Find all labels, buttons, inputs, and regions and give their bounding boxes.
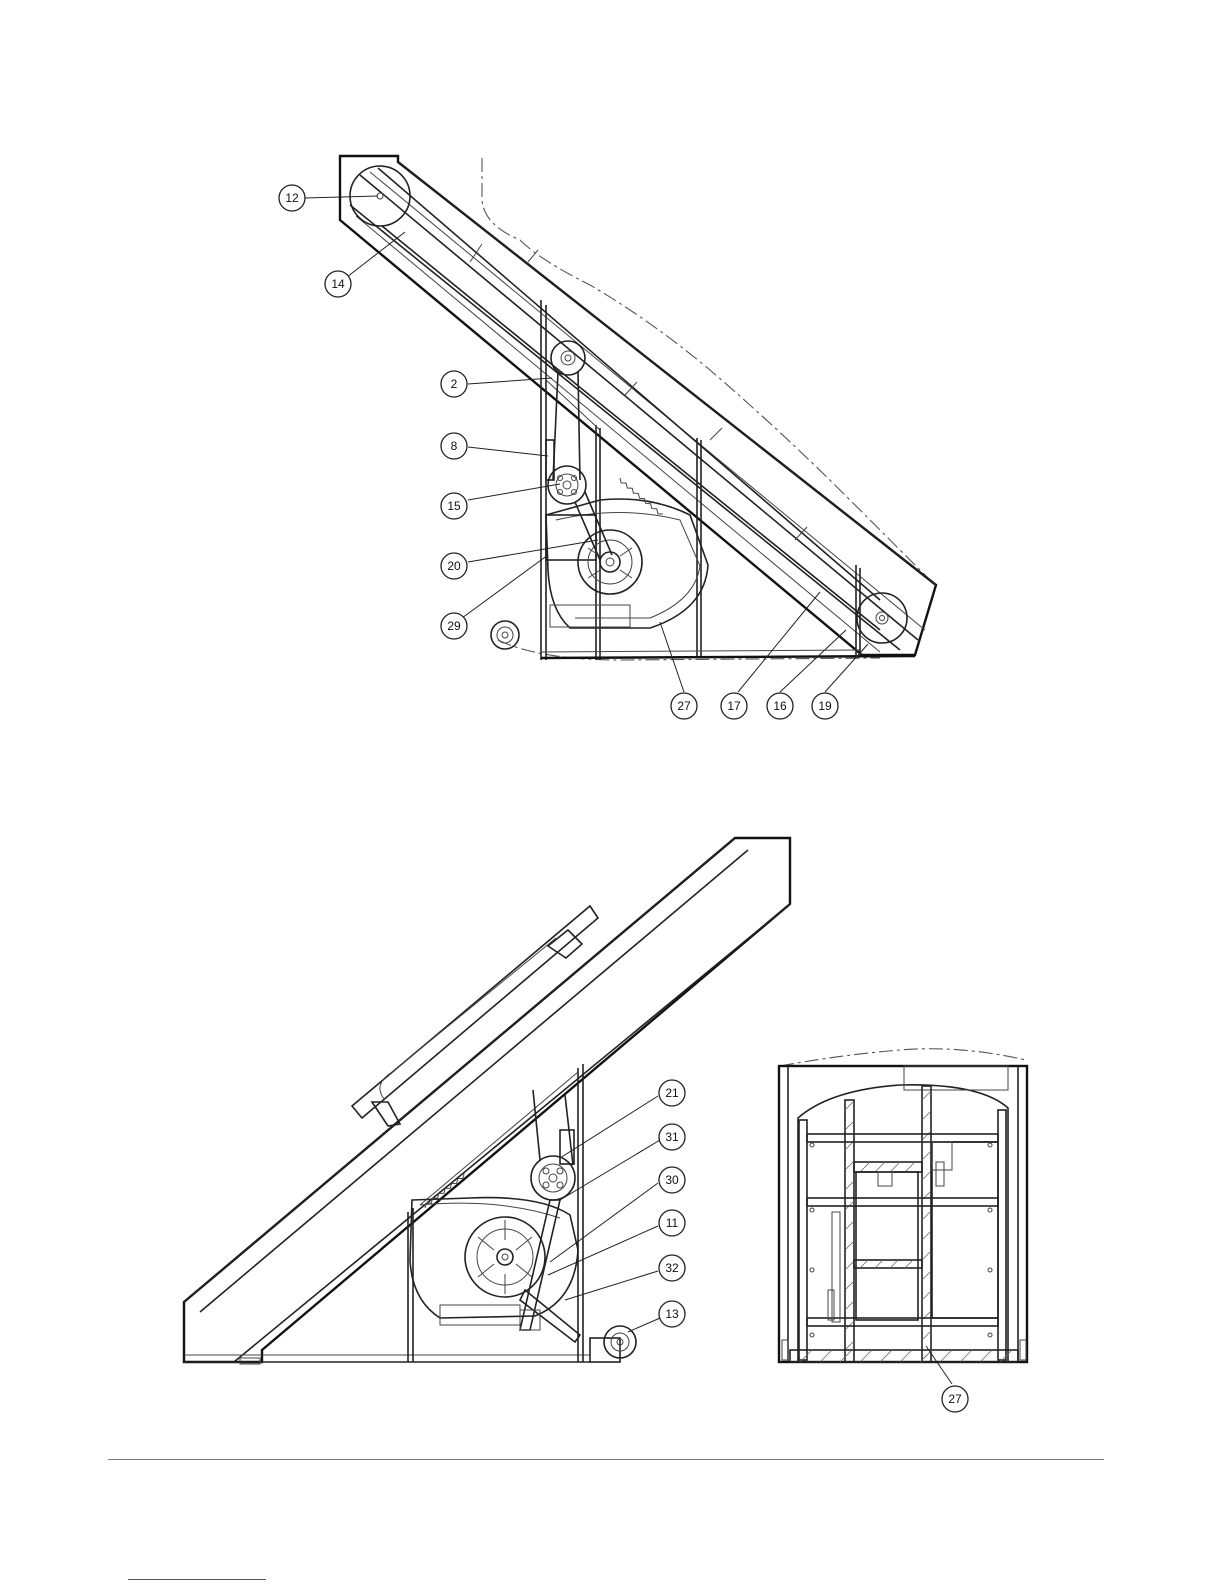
callout-14: 14 [325, 271, 351, 297]
footer-link-underline[interactable] [128, 1579, 266, 1580]
callout-label: 16 [773, 699, 787, 713]
callout-label: 19 [818, 699, 832, 713]
callout-label: 15 [447, 499, 461, 513]
callout-31: 31 [659, 1124, 685, 1150]
end-view [779, 1049, 1027, 1362]
callout-32: 32 [659, 1255, 685, 1281]
callout-label: 2 [451, 377, 458, 391]
callout-label: 31 [665, 1130, 679, 1144]
callout-16: 16 [767, 693, 793, 719]
callout-label: 20 [447, 559, 461, 573]
callout-11: 11 [659, 1210, 685, 1236]
callout-27-end: 27 [942, 1386, 968, 1412]
callout-2: 2 [441, 371, 467, 397]
callout-label: 27 [677, 699, 691, 713]
callout-20: 20 [441, 553, 467, 579]
callout-label: 32 [665, 1261, 679, 1275]
callout-19: 19 [812, 693, 838, 719]
callout-12: 12 [279, 185, 305, 211]
side-view-bottom [184, 838, 790, 1364]
callout-label: 30 [665, 1173, 679, 1187]
callout-label: 21 [665, 1086, 679, 1100]
side-view-top [340, 156, 936, 660]
callout-label: 8 [451, 439, 458, 453]
callout-label: 12 [285, 191, 299, 205]
callout-label: 13 [665, 1307, 679, 1321]
callout-17: 17 [721, 693, 747, 719]
footer-rule [108, 1459, 1104, 1460]
callout-30: 30 [659, 1167, 685, 1193]
callout-label: 11 [666, 1216, 679, 1230]
callout-label: 27 [948, 1392, 962, 1406]
callout-label: 29 [447, 619, 461, 633]
callout-label: 14 [331, 277, 345, 291]
callout-21: 21 [659, 1080, 685, 1106]
callout-15: 15 [441, 493, 467, 519]
callout-label: 17 [727, 699, 741, 713]
callout-29: 29 [441, 613, 467, 639]
callout-27-top: 27 [671, 693, 697, 719]
callout-13: 13 [659, 1301, 685, 1327]
callout-8: 8 [441, 433, 467, 459]
